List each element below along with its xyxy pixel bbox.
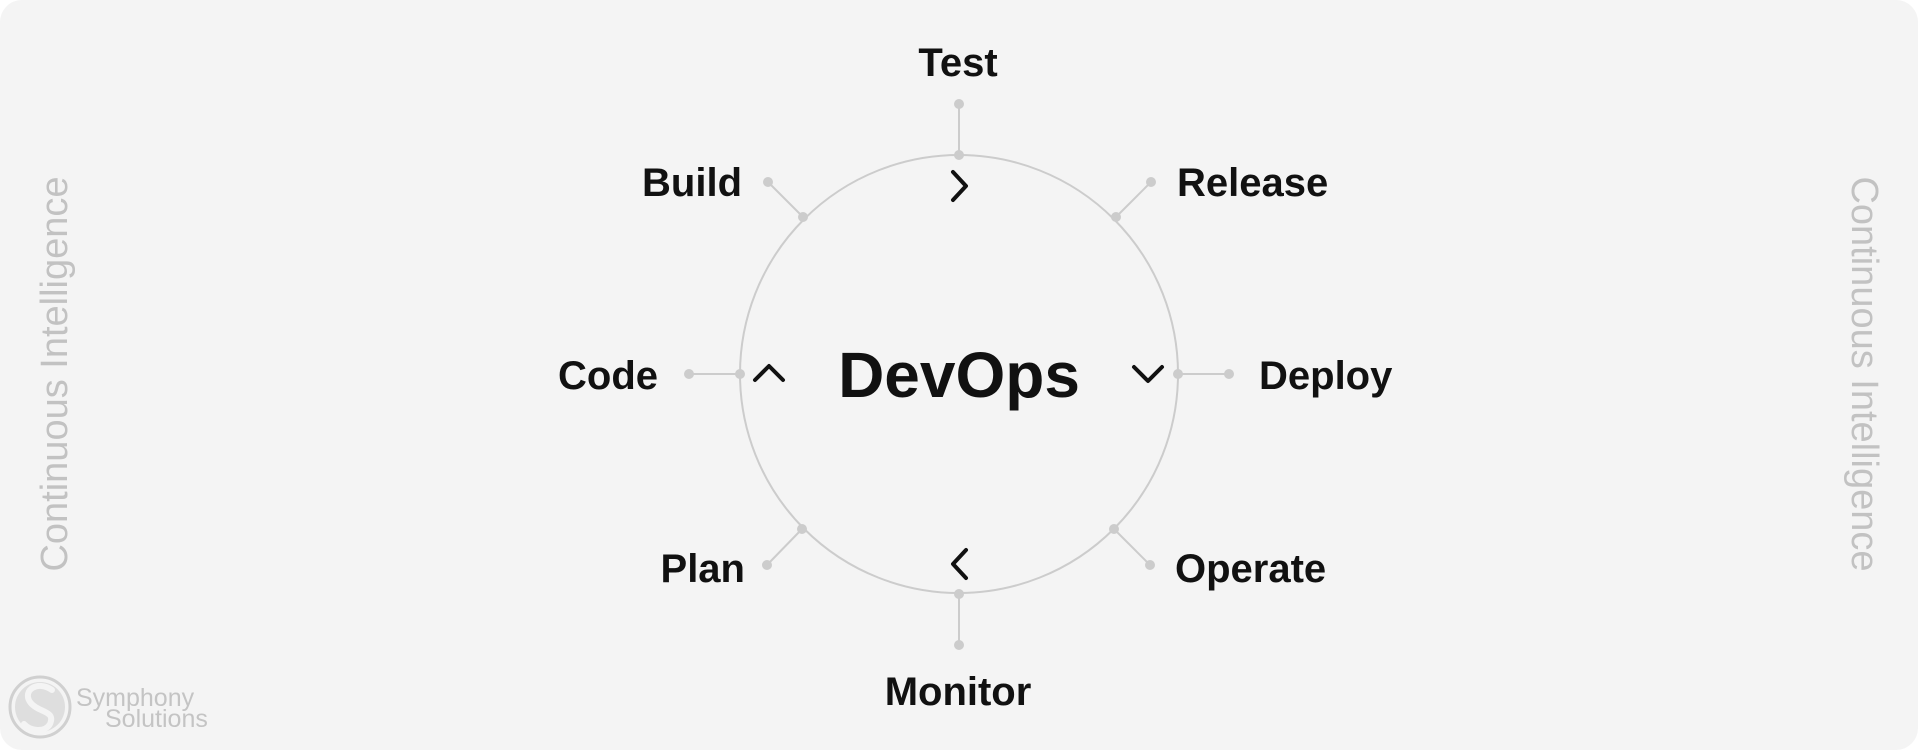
chevron-left-icon	[951, 548, 968, 580]
chevron-up-icon	[753, 364, 785, 382]
stage-label-deploy: Deploy	[1259, 354, 1393, 398]
stage-label-plan: Plan	[661, 547, 745, 591]
connector-build	[763, 177, 808, 222]
chevron-down-icon	[1132, 365, 1164, 383]
stage-label-operate: Operate	[1175, 547, 1326, 591]
stage-label-build: Build	[642, 161, 742, 205]
connector-code	[684, 369, 745, 379]
stage-label-release: Release	[1177, 161, 1328, 205]
connector-monitor	[954, 589, 964, 650]
connector-deploy	[1173, 369, 1234, 379]
stage-label-monitor: Monitor	[885, 670, 1032, 714]
connector-release	[1111, 177, 1156, 222]
symphony-logo: Symphony Solutions	[8, 675, 208, 739]
side-text-left: Continuous Intelligence	[34, 176, 76, 571]
stage-label-test: Test	[918, 41, 997, 85]
logo-text-line1: Symphony	[76, 684, 195, 712]
stage-label-code: Code	[558, 354, 658, 398]
connector-test	[954, 99, 964, 160]
side-text-right: Continuous Intelligence	[1843, 176, 1885, 571]
logo-text-line2: Solutions	[105, 705, 208, 733]
connector-plan	[762, 524, 807, 570]
symphony-logo-mark-icon	[8, 675, 72, 739]
center-title: DevOps	[838, 339, 1080, 411]
connector-operate	[1109, 524, 1155, 570]
chevron-right-icon	[951, 170, 968, 202]
